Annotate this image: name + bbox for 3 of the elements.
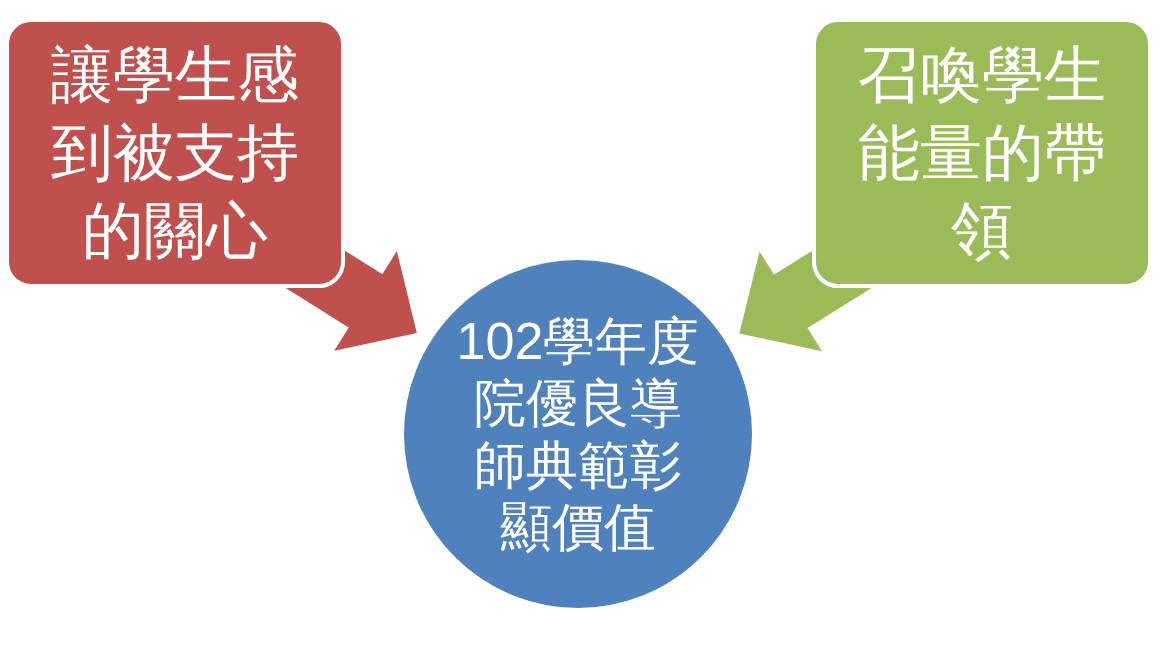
node-label: 讓學生感到被支持的關心 [50, 39, 300, 267]
node-label: 召喚學生能量的帶領 [857, 39, 1107, 267]
node-label: 102學年度院優良導師典範彰顯價值 [455, 311, 701, 558]
